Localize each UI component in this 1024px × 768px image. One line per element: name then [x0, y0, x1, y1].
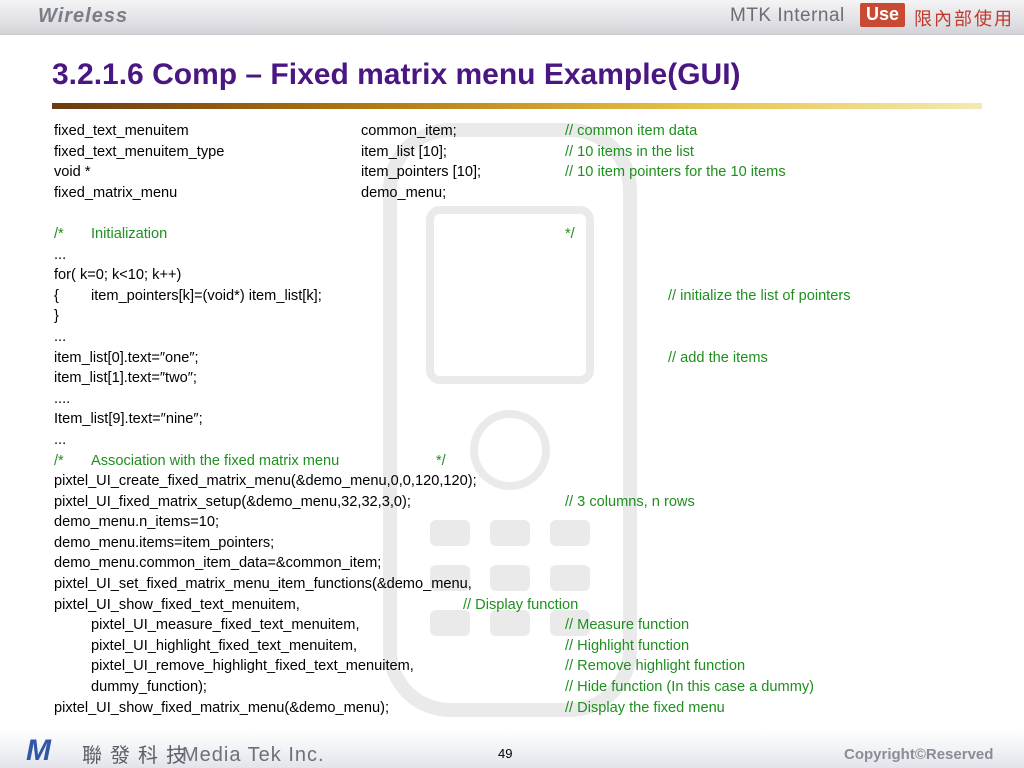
code-line: demo_menu.common_item_data=&common_item;	[54, 553, 994, 574]
code-text: ...	[54, 328, 67, 345]
code-comment: // add the items	[668, 349, 768, 366]
code-text: item_pointers [10];	[361, 164, 482, 181]
code-text: pixtel_UI_fixed_matrix_setup(&demo_menu,…	[54, 493, 411, 510]
code-comment: // Hide function (In this case a dummy)	[565, 679, 815, 696]
code-text: common_item;	[361, 123, 457, 139]
code-comment: // 10 item pointers for the 10 items	[565, 164, 786, 181]
code-comment: // initialize the list of pointers	[668, 287, 851, 304]
code-line: fixed_text_menuitem common_item; // common…	[54, 121, 994, 142]
code-comment: // common item data	[565, 123, 698, 139]
code-line: }	[54, 306, 994, 327]
code-line: fixed_matrix_menu demo_menu;	[54, 183, 994, 204]
code-comment: // Display the fixed menu	[565, 699, 725, 716]
code-text: for( k=0; k<10; k++)	[54, 267, 182, 284]
copyright-label: Copyright©Reserved	[844, 746, 994, 763]
header-bar: Wireless MTK Internal Use 限內部使用	[0, 0, 1024, 35]
code-line: ....	[54, 389, 994, 410]
code-text: void *	[54, 164, 91, 181]
code-line: void * item_pointers [10]; // 10 item poin…	[54, 162, 994, 183]
internal-use-cn-label: 限內部使用	[914, 9, 1014, 29]
company-name: Media Tek Inc.	[182, 744, 325, 766]
code-line: fixed_text_menuitem_type item_list [10]; /…	[54, 142, 994, 163]
code-text: pixtel_UI_highlight_fixed_text_menuitem,	[91, 637, 358, 654]
code-text: demo_menu.n_items=10;	[54, 514, 220, 531]
internal-label: MTK Internal	[730, 5, 845, 26]
code-text: Association with the fixed matrix menu	[91, 452, 340, 469]
code-line: { item_pointers[k]=(void*) item_list[k]; /…	[54, 286, 994, 307]
code-line: ...	[54, 327, 994, 348]
code-line: pixtel_UI_set_fixed_matrix_menu_item_fun…	[54, 574, 994, 595]
code-text: demo_menu.common_item_data=&common_item;	[54, 555, 382, 572]
code-line: ...	[54, 245, 994, 266]
code-line: pixtel_UI_remove_highlight_fixed_text_me…	[54, 656, 994, 677]
code-text: item_pointers[k]=(void*) item_list[k];	[91, 287, 322, 304]
code-line: Item_list[9].text=″nine″;	[54, 409, 994, 430]
code-text: item_list [10];	[361, 143, 447, 160]
code-comment: // Display function	[463, 596, 579, 613]
code-comment: // 3 columns, n rows	[565, 493, 695, 510]
code-text: Initialization	[91, 225, 168, 242]
code-listing: fixed_text_menuitem common_item; // common…	[54, 121, 994, 718]
code-text: Item_list[9].text=″nine″;	[54, 411, 203, 428]
code-text: demo_menu;	[361, 184, 447, 201]
code-text: pixtel_UI_create_fixed_matrix_menu(&demo…	[54, 473, 477, 490]
code-text: {	[54, 287, 59, 304]
code-text: ...	[54, 246, 67, 263]
code-comment: // Highlight function	[565, 637, 690, 654]
slide-title: 3.2.1.6 Comp – Fixed matrix menu Example…	[52, 58, 741, 91]
code-line: demo_menu.items=item_pointers;	[54, 533, 994, 554]
code-text: fixed_text_menuitem	[54, 123, 189, 139]
company-cn-name: 聯發科技	[82, 745, 194, 767]
code-line: /* Initialization */	[54, 224, 994, 245]
code-comment: // 10 items in the list	[565, 143, 694, 160]
code-comment: // Remove highlight function	[565, 658, 746, 675]
code-text: fixed_matrix_menu	[54, 184, 178, 201]
code-line: pixtel_UI_show_fixed_text_menuitem, // Di…	[54, 595, 994, 616]
code-comment: // Measure function	[565, 617, 690, 634]
code-text: }	[54, 308, 59, 325]
code-text: */	[436, 452, 446, 469]
footer-bar: M 聯發科技 Media Tek Inc. 49 Copyright©Reser…	[0, 730, 1024, 768]
code-text: /*	[54, 452, 64, 469]
code-line: demo_menu.n_items=10;	[54, 512, 994, 533]
title-underline	[52, 103, 982, 109]
code-text: item_list[1].text=″two″;	[54, 370, 197, 387]
code-comment: */	[565, 225, 575, 242]
code-text: ...	[54, 431, 67, 448]
code-text: dummy_function);	[91, 679, 207, 696]
code-text: ....	[54, 390, 71, 407]
code-line: pixtel_UI_create_fixed_matrix_menu(&demo…	[54, 471, 994, 492]
code-line: item_list[0].text=″one″; // add the items	[54, 348, 994, 369]
code-text: demo_menu.items=item_pointers;	[54, 534, 275, 551]
brand-label: Wireless	[38, 5, 129, 27]
code-text: pixtel_UI_show_fixed_text_menuitem,	[54, 596, 300, 613]
code-line	[54, 203, 994, 224]
code-line: pixtel_UI_show_fixed_matrix_menu(&demo_m…	[54, 698, 994, 719]
code-line: /* Association with the fixed matrix menu…	[54, 451, 994, 472]
mediatek-logo: M	[26, 734, 51, 767]
code-text: pixtel_UI_show_fixed_matrix_menu(&demo_m…	[54, 699, 390, 716]
code-text: pixtel_UI_set_fixed_matrix_menu_item_fun…	[54, 576, 472, 593]
page-number: 49	[498, 746, 513, 761]
code-line: dummy_function); // Hide function (In thi…	[54, 677, 994, 698]
code-text: /*	[54, 225, 64, 242]
code-line: pixtel_UI_highlight_fixed_text_menuitem,…	[54, 636, 994, 657]
code-text: fixed_text_menuitem_type	[54, 143, 225, 160]
code-line: ...	[54, 430, 994, 451]
code-line: pixtel_UI_measure_fixed_text_menuitem, //…	[54, 615, 994, 636]
code-line: for( k=0; k<10; k++)	[54, 265, 994, 286]
code-line: pixtel_UI_fixed_matrix_setup(&demo_menu,…	[54, 492, 994, 513]
code-text: item_list[0].text=″one″;	[54, 349, 199, 366]
code-text: pixtel_UI_measure_fixed_text_menuitem,	[91, 617, 360, 634]
code-line: item_list[1].text=″two″;	[54, 368, 994, 389]
use-badge: Use	[860, 3, 906, 27]
code-text: pixtel_UI_remove_highlight_fixed_text_me…	[91, 658, 414, 675]
